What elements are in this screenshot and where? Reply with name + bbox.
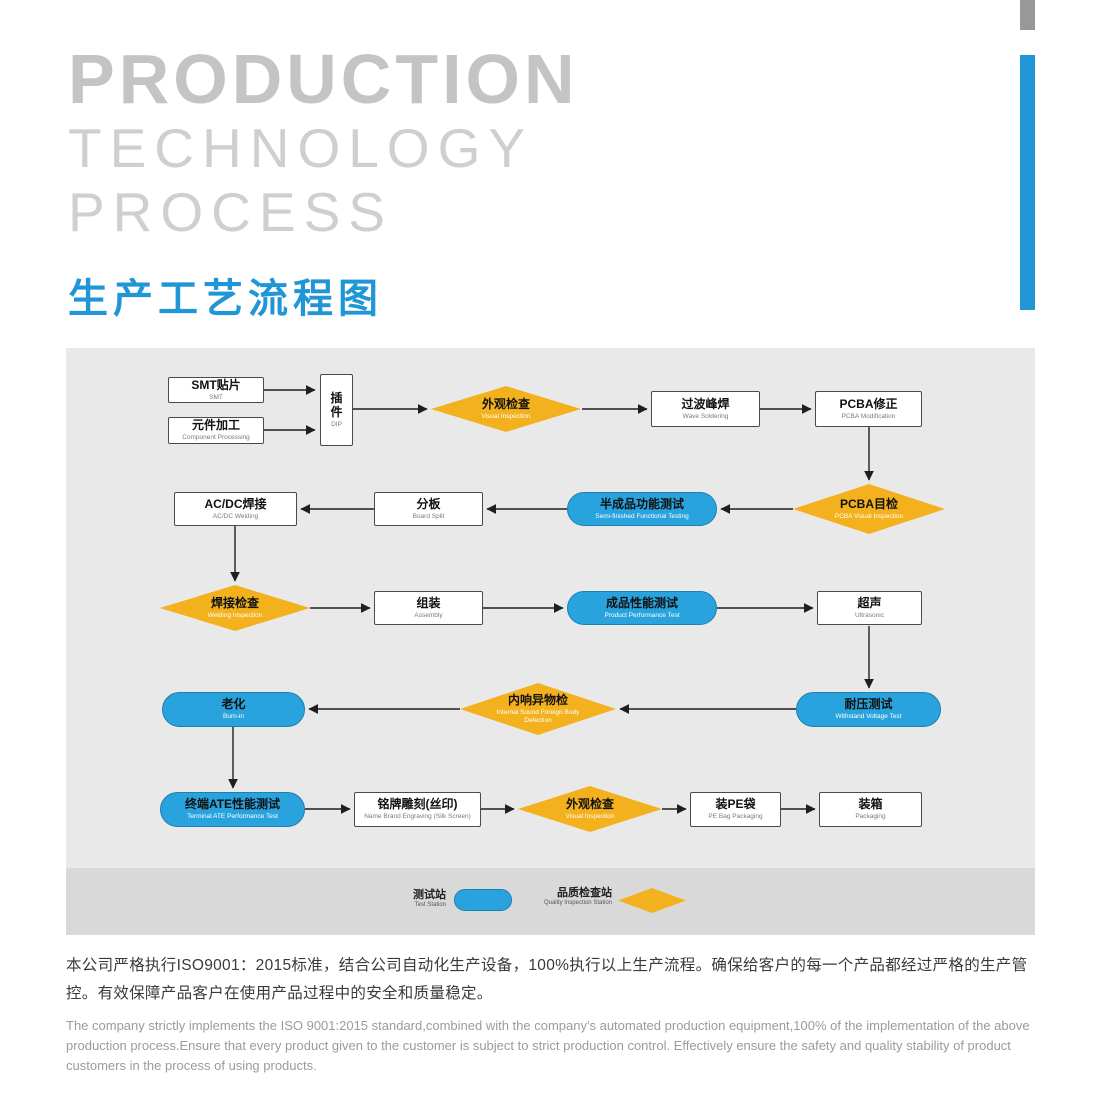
quality-station-shape-icon <box>618 888 686 913</box>
legend-strip: 测试站 Test Station 品质检查站 Quality Inspectio… <box>66 868 1035 935</box>
flowchart-canvas: SMT贴片 SMT 元件加工 Component Processing 插件 D… <box>66 348 1035 868</box>
legend-test-station-label: 测试站 Test Station <box>413 889 446 909</box>
test-station-shape-icon <box>454 889 512 911</box>
node-acdc-welding: AC/DC焊接 AC/DC Welding <box>174 492 297 526</box>
top-right-blue-bar <box>1020 55 1035 310</box>
node-assembly: 组装 Assembly <box>374 591 483 625</box>
legend-quality-station-label: 品质检查站 Quality Inspection Station <box>543 887 612 907</box>
title-process: PROCESS <box>68 181 393 243</box>
title-technology: TECHNOLOGY <box>68 117 534 179</box>
node-semi-finished-functional-testing: 半成品功能测试 Semi-finished Functional Testing <box>567 492 717 526</box>
node-smt-mounting: SMT贴片 SMT <box>168 377 264 403</box>
top-right-gray-bar <box>1020 0 1035 30</box>
node-product-performance-test: 成品性能测试 Product Performance Test <box>567 591 717 625</box>
node-packaging: 装箱 Packaging <box>819 792 922 827</box>
footer-text: 本公司严格执行ISO9001：2015标准，结合公司自动化生产设备，100%执行… <box>66 952 1038 1076</box>
page-title-chinese: 生产工艺流程图 <box>68 277 383 321</box>
node-board-split: 分板 Board Split <box>374 492 483 526</box>
footer-chinese: 本公司严格执行ISO9001：2015标准，结合公司自动化生产设备，100%执行… <box>66 957 1028 1002</box>
title-production: PRODUCTION <box>68 40 579 118</box>
node-wave-soldering: 过波峰焊 Wave Soldering <box>651 391 760 427</box>
page-header: PRODUCTION TECHNOLOGY PROCESS 生产工艺流程图 <box>68 42 968 324</box>
node-terminal-ate-performance-test: 终端ATE性能测试 Terminal ATE Performance Test <box>160 792 305 827</box>
node-withstand-voltage-test: 耐压测试 Withstand Voltage Test <box>796 692 941 727</box>
node-name-brand-engraving: 铭牌雕刻(丝印) Name Brand Engraving (Silk Scre… <box>354 792 481 827</box>
node-pcba-modification: PCBA修正 PCBA Modification <box>815 391 922 427</box>
node-dip: 插件 DIP <box>320 374 353 446</box>
node-component-processing: 元件加工 Component Processing <box>168 417 264 444</box>
flow-arrows <box>228 385 874 814</box>
node-ultrasonic: 超声 Ultrasonic <box>817 591 922 625</box>
node-pe-bag-packaging: 装PE袋 PE Bag Packaging <box>690 792 781 827</box>
node-burn-in: 老化 Burn-in <box>162 692 305 727</box>
footer-english: The company strictly implements the ISO … <box>66 1017 1030 1074</box>
